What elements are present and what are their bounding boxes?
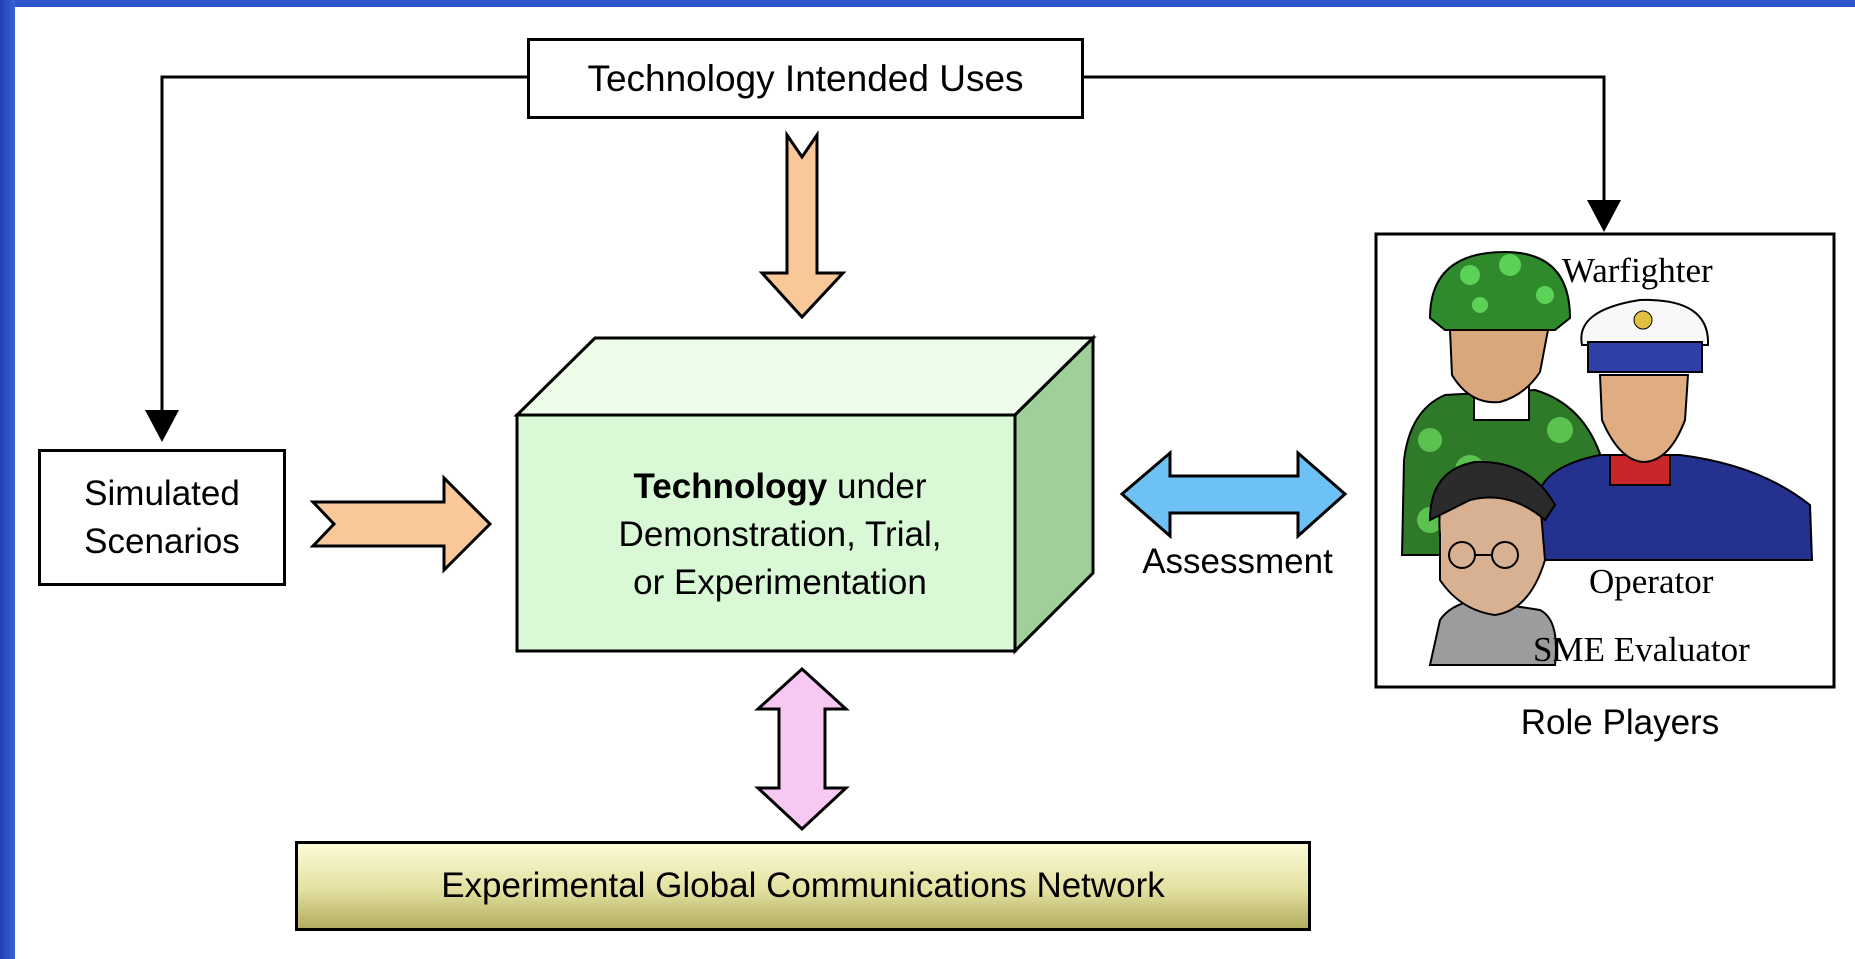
- sme-evaluator-label: SME Evaluator: [1533, 630, 1750, 669]
- global-communications-network-label: Experimental Global Communications Netwo…: [441, 866, 1165, 905]
- uses-down-arrow: [758, 130, 847, 320]
- simulated-scenarios-line2: Scenarios: [84, 521, 240, 561]
- technology-intended-uses-box: Technology Intended Uses: [527, 38, 1084, 119]
- technology-line3: or Experimentation: [633, 563, 927, 602]
- operator-label: Operator: [1589, 562, 1714, 601]
- marine-officer-icon: [1539, 298, 1814, 561]
- slide-frame-top: [0, 0, 1855, 7]
- network-double-arrow: [754, 666, 850, 832]
- connector-to-role-players: [1084, 75, 1621, 232]
- simulated-scenarios-line1: Simulated: [84, 473, 240, 513]
- warfighter-label: Warfighter: [1562, 251, 1713, 290]
- global-communications-network-box: Experimental Global Communications Netwo…: [295, 841, 1311, 931]
- slide-frame-left: [0, 0, 15, 959]
- technology-bold-label: Technology: [633, 467, 828, 506]
- scenarios-right-arrow: [309, 474, 493, 574]
- assessment-double-arrow: [1119, 449, 1348, 540]
- assessment-label: Assessment: [1142, 542, 1333, 581]
- sme-evaluator-icon: [1428, 460, 1557, 666]
- technology-line1-rest: under: [827, 467, 927, 506]
- connector-to-scenarios: [145, 75, 527, 442]
- technology-box: [513, 334, 1097, 655]
- technology-line2: Demonstration, Trial,: [618, 515, 942, 554]
- technology-box-text: Technology under Demonstration, Trial, o…: [515, 463, 1045, 607]
- simulated-scenarios-box: Simulated Scenarios: [38, 449, 286, 586]
- role-players-caption: Role Players: [1520, 703, 1720, 742]
- technology-intended-uses-label: Technology Intended Uses: [587, 57, 1024, 99]
